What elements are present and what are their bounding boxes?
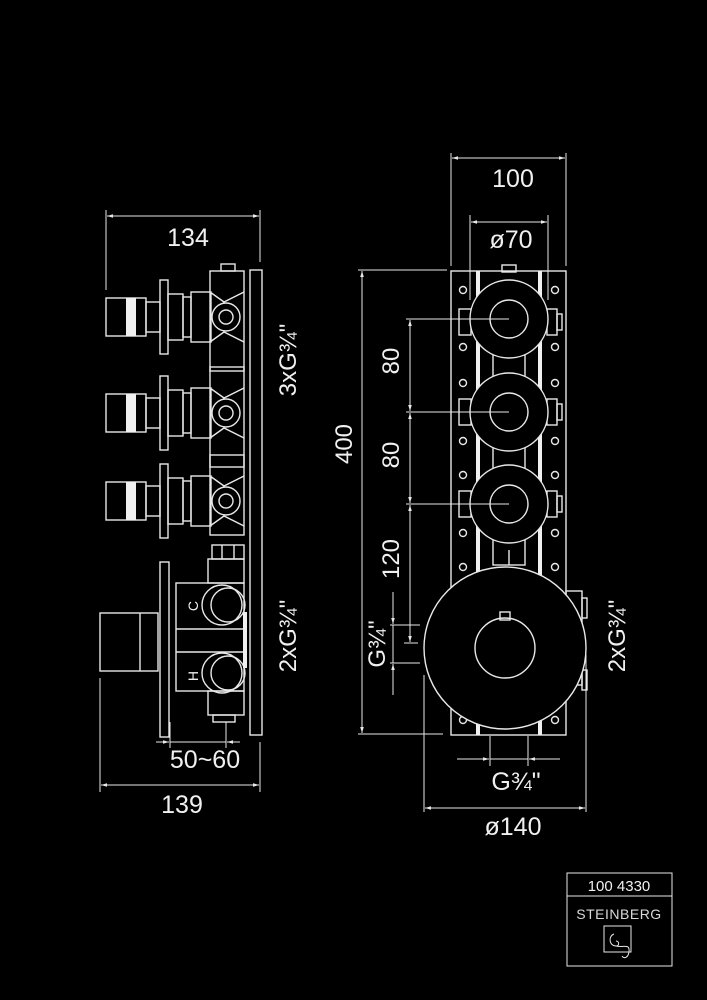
dim-50-60: 50~60	[170, 746, 240, 774]
dimension-bottom-thread: G¾"	[457, 736, 560, 796]
dim-80-a: 80	[378, 348, 405, 375]
dim-139: 139	[161, 791, 203, 819]
handle-3	[406, 464, 563, 544]
valve-unit-2	[105, 366, 245, 468]
handle-1	[406, 279, 563, 359]
handle-2	[406, 372, 563, 452]
dim-o70: ø70	[489, 226, 532, 254]
dimension-total-height: 400	[331, 269, 447, 735]
dimension-handle-diameter: ø70	[469, 215, 549, 300]
dim-3xG34-outlets: 3xG¾"	[275, 324, 302, 397]
valve-unit-1	[105, 263, 245, 372]
dim-100: 100	[492, 165, 534, 193]
body-plate	[450, 270, 567, 736]
dimension-top-width: 134	[105, 210, 261, 290]
dim-2xG34-inlets: 2xG¾"	[275, 600, 302, 673]
mounting-holes	[458, 285, 560, 725]
dimension-rosette-diameter: ø140	[423, 655, 587, 841]
thermostat-body: C H	[99, 561, 247, 738]
title-block: 100 4330 STEINBERG	[566, 872, 673, 967]
dim-80-b: 80	[378, 442, 405, 469]
dimension-wall-depth: 50~60	[156, 722, 240, 774]
dim-400: 400	[331, 424, 358, 464]
brand-name: STEINBERG	[576, 906, 661, 922]
dim-o140: ø140	[485, 813, 542, 841]
dimension-side-thread: G¾"	[364, 592, 420, 695]
brand-logo-icon	[603, 925, 632, 959]
dim-2xG34-front: 2xG¾"	[604, 600, 631, 673]
front-view: 100 ø70	[331, 153, 631, 841]
thermostat-rosette	[423, 566, 587, 730]
label-cold: C	[185, 601, 201, 611]
wall-plate	[249, 269, 263, 736]
dimension-bottom-width: 139	[99, 678, 261, 819]
dim-G34-bottom: G¾"	[491, 768, 540, 796]
dimension-body-width: 100	[450, 153, 567, 266]
valve-unit-3	[105, 454, 245, 539]
article-number: 100 4330	[588, 878, 651, 895]
dim-G34-side: G¾"	[364, 620, 391, 667]
label-hot: H	[185, 671, 201, 681]
dim-134: 134	[167, 224, 209, 252]
dimension-spacing-chain: 80 80 120	[378, 320, 418, 644]
dim-120: 120	[378, 539, 405, 579]
side-view: 134	[99, 210, 302, 819]
